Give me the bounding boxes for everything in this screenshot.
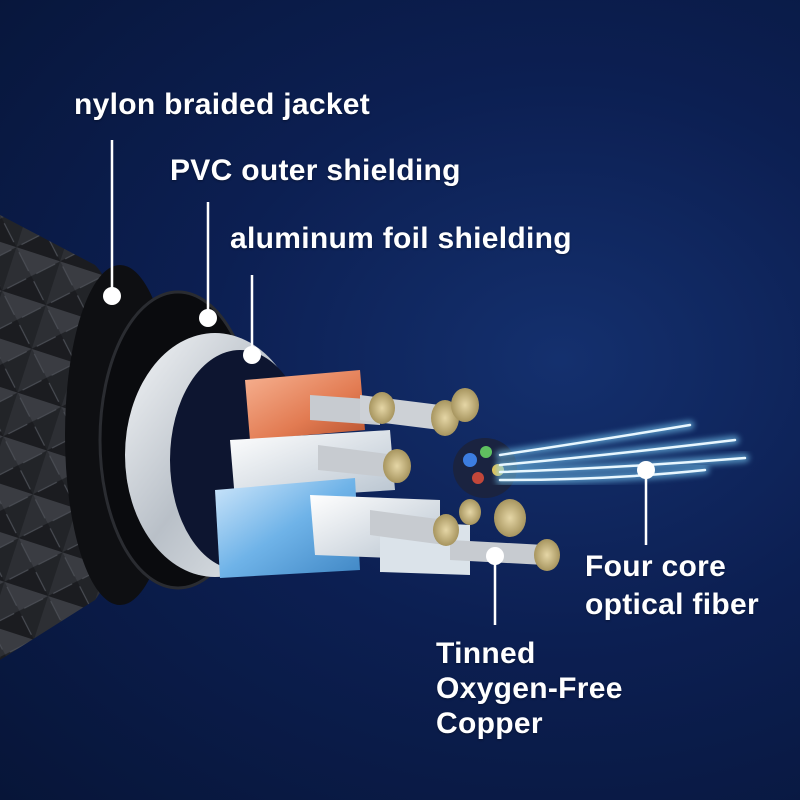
label-four-core-optical-fiber: Four core optical fiber bbox=[585, 548, 759, 624]
label-line: Copper bbox=[436, 707, 543, 741]
label-pvc-outer-shielding: PVC outer shielding bbox=[170, 154, 461, 187]
label-line: Tinned bbox=[436, 637, 536, 670]
label-line: Oxygen-Free bbox=[436, 672, 623, 706]
label-aluminum-foil-shielding: aluminum foil shielding bbox=[230, 222, 572, 255]
label-tinned-oxygen-free-copper: Tinned Oxygen-Free Copper bbox=[436, 636, 623, 741]
label-nylon-braided-jacket: nylon braided jacket bbox=[74, 88, 371, 121]
label-line: Four core bbox=[585, 550, 727, 583]
label-line: optical fiber bbox=[585, 587, 759, 621]
